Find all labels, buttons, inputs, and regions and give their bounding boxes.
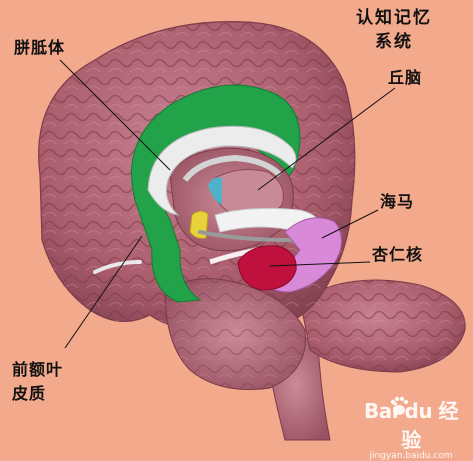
label-hippocampus: 海马 [380, 192, 415, 211]
label-thalamus: 丘脑 [388, 68, 423, 87]
label-corpus-callosum: 胼胝体 [14, 38, 66, 57]
title-line-1: 认知记忆 [356, 8, 432, 28]
diagram-title: 认知记忆 系统 [334, 6, 454, 54]
label-amygdala: 杏仁核 [372, 245, 424, 264]
diagram-canvas: 认知记忆 系统 胼胝体 丘脑 海马 杏仁核 前额叶 皮质 Bai du 经验 j… [12, 6, 466, 461]
leader-prefrontal [64, 235, 143, 349]
watermark-logo: Bai du 经验 [363, 399, 459, 452]
watermark: Bai du 经验 jingyan.baidu.com [356, 395, 466, 461]
brain-illustration [38, 21, 466, 441]
corpus-callosum-shape [147, 125, 297, 216]
label-prefrontal-line-1: 前额叶 [12, 360, 64, 379]
watermark-url: jingyan.baidu.com [369, 451, 453, 461]
leader-thalamus [257, 87, 396, 191]
baidu-paw-icon [390, 396, 409, 415]
leader-corpus-callosum [59, 59, 171, 171]
label-prefrontal-cortex: 前额叶 皮质 [12, 360, 63, 404]
leader-hippocampus [321, 209, 379, 239]
amygdala-shape [237, 245, 297, 291]
label-prefrontal-line-2: 皮质 [12, 384, 47, 403]
leader-amygdala [269, 261, 371, 267]
title-line-2: 系统 [375, 32, 413, 52]
